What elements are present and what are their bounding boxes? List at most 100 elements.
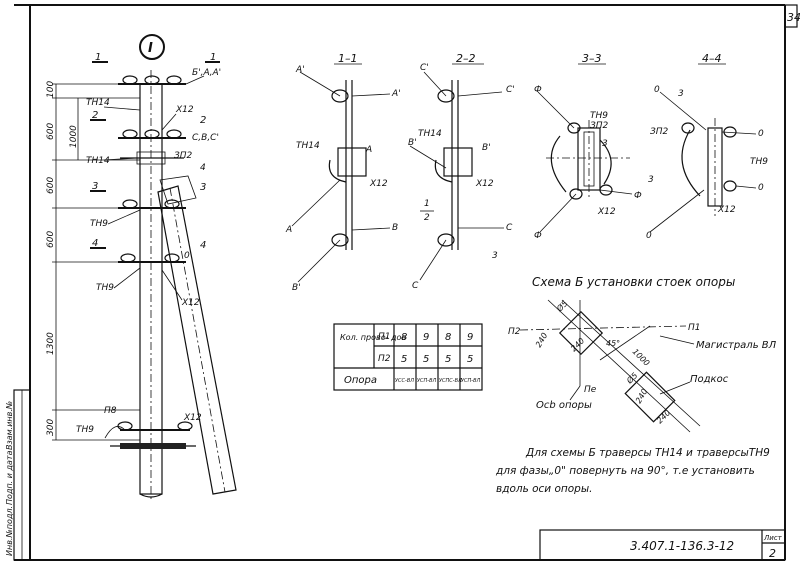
table-row-head: Кол. прово- дов bbox=[340, 333, 406, 342]
section-mark-2-left: 2 bbox=[92, 110, 98, 121]
scheme-title: Схема Б установки стоек опоры bbox=[532, 275, 735, 289]
wire-table: Кол. прово- дов П1 П2 8 9 8 9 5 5 5 5 Оп… bbox=[333, 323, 483, 391]
s3-label-f-bottom: Ф bbox=[534, 231, 542, 241]
table-n1-c2: 9 bbox=[423, 332, 429, 343]
s2-label-1: 1 bbox=[424, 199, 430, 209]
table-n2-c1: 5 bbox=[401, 354, 407, 365]
label-x12-c: Х12 bbox=[183, 413, 202, 423]
label-th9-c: ТН9 bbox=[76, 425, 94, 435]
table-n1-c1: 8 bbox=[401, 332, 407, 343]
scheme-d4: 1000 bbox=[631, 347, 652, 368]
s4-label-zp2: ЗП2 bbox=[650, 127, 669, 137]
dim-1300: 1300 bbox=[46, 332, 56, 355]
crossarms bbox=[104, 75, 196, 449]
section-4-title: 4–4 bbox=[702, 52, 722, 65]
section-1-title: 1–1 bbox=[338, 52, 358, 65]
scheme-n1: П1 bbox=[688, 323, 701, 333]
s1-label-th14: ТН14 bbox=[296, 141, 320, 151]
s4-label-zero-right: 0 bbox=[758, 129, 764, 139]
label-num4: 4 bbox=[200, 163, 206, 173]
s4-label-zero-top: 0 bbox=[654, 85, 660, 95]
dim-100: 100 bbox=[46, 81, 56, 98]
table-n1: П1 bbox=[378, 332, 391, 342]
s3-label-x12: Х12 bbox=[597, 207, 616, 217]
table-n2-c4: 5 bbox=[467, 354, 473, 365]
strut bbox=[157, 185, 237, 495]
s2-label-x12: Х12 bbox=[475, 179, 494, 189]
stamp-sheet-label: Лист bbox=[763, 534, 783, 542]
dim-600-b: 600 bbox=[46, 177, 56, 194]
section-mark-1-left: 1 bbox=[95, 52, 101, 63]
section-3-title: 3–3 bbox=[582, 52, 602, 65]
title-stamp: 3.407.1-136.3-12 Лист 2 bbox=[630, 534, 783, 560]
table-opora-label: Опора bbox=[344, 375, 377, 386]
circle-marker-text: I bbox=[148, 41, 153, 56]
phase-labels-mid: С,В,С' bbox=[192, 133, 219, 143]
side-label-replace: Взам.инв.№ bbox=[5, 401, 14, 450]
label-x12-a: Х12 bbox=[175, 105, 194, 115]
section-mark-4-left: 4 bbox=[92, 238, 98, 249]
table-n2-c3: 5 bbox=[445, 354, 451, 365]
s2-label-c-prime-right: С' bbox=[506, 85, 515, 95]
s1-label-a-left: А bbox=[285, 225, 292, 235]
s3-label-th9: ТН9 bbox=[590, 111, 608, 121]
section-mark-3-left: 3 bbox=[92, 181, 98, 192]
scheme-os-opory: Осb опоры bbox=[536, 400, 592, 411]
s2-label-b-prime-left: В' bbox=[408, 138, 417, 148]
dim-600-a: 600 bbox=[46, 123, 56, 140]
table-n1-c3: 8 bbox=[445, 332, 451, 343]
main-pole-view: I 1 1 2 2 3 3 4 4 bbox=[46, 34, 237, 500]
label-th14-a: ТН14 bbox=[86, 98, 110, 108]
side-label-sign: Подп. и дата bbox=[5, 450, 14, 505]
s3-label-f-top: Ф bbox=[534, 85, 542, 95]
section-2-title: 2–2 bbox=[456, 52, 476, 65]
note-text: Для схемы Б траверсы ТН14 и траверсыТН9 … bbox=[495, 447, 770, 495]
side-strip: Инв.№подл. Подп. и дата Взам.инв.№ bbox=[5, 401, 14, 556]
scheme-d2: 240 bbox=[534, 331, 549, 349]
table-n2: П2 bbox=[378, 354, 391, 364]
label-zero: 0 bbox=[184, 251, 190, 261]
scheme-pe: Пе bbox=[584, 385, 597, 395]
label-th9-b: ТН9 bbox=[96, 283, 114, 293]
s3-label-3: 3 bbox=[602, 139, 608, 149]
stamp-sheet: 2 bbox=[769, 547, 776, 560]
s2-label-c-prime-top: С' bbox=[420, 63, 429, 73]
s2-label-c-left: С bbox=[412, 281, 419, 291]
s1-label-a-prime-right: А' bbox=[391, 89, 401, 99]
table-n2-c2: 5 bbox=[423, 354, 429, 365]
section-2-2: 2–2 С' С' ТН14 В' В' С С Х12 1 2 3 bbox=[408, 52, 515, 291]
dimension-chain: 100 600 1000 600 600 1300 300 bbox=[46, 81, 140, 441]
s1-label-b-prime: В' bbox=[292, 283, 301, 293]
s1-label-a-prime-top: А' bbox=[295, 65, 305, 75]
table-opora-c2: УСП-ВЛ bbox=[417, 378, 437, 384]
scheme-d1: Ø5 bbox=[554, 298, 570, 314]
s3-label-f-right: Ф bbox=[634, 191, 642, 201]
table-n1-c4: 9 bbox=[467, 332, 473, 343]
s4-label-x12: Х12 bbox=[717, 205, 736, 215]
section-mark-1-right: 1 bbox=[210, 52, 216, 63]
dim-300: 300 bbox=[46, 419, 56, 436]
label-zp2: ЗП2 bbox=[174, 151, 193, 161]
note-line-1: Для схемы Б траверсы ТН14 и траверсыТН9 bbox=[525, 447, 770, 459]
section-1-1: 1–1 А' А' ТН14 А А В В' Х12 bbox=[285, 52, 401, 293]
s1-label-x12: Х12 bbox=[369, 179, 388, 189]
sheet-frame bbox=[13, 4, 798, 561]
phase-labels-top: Б',А,А' bbox=[192, 68, 221, 78]
s2-label-c-right: С bbox=[506, 223, 513, 233]
label-p8: П8 bbox=[104, 406, 117, 416]
section-4-4: 4–4 0 3 ЗП2 0 3 ТН9 0 Х12 0 bbox=[646, 52, 768, 241]
s2-label-b-prime-right: В' bbox=[482, 143, 491, 153]
scheme-magistral: Магистраль ВЛ bbox=[696, 340, 777, 351]
table-opora-c3: УСПС-ВЛ bbox=[439, 378, 462, 384]
table-opora-c1: УСС-ВЛ bbox=[395, 378, 414, 384]
s2-label-3: 3 bbox=[492, 251, 498, 261]
note-line-2: для фазы„0" повернуть на 90°, т.е устано… bbox=[495, 465, 755, 477]
s3-label-zp2: ЗП2 bbox=[590, 121, 609, 131]
dim-1000: 1000 bbox=[69, 125, 79, 148]
s4-label-zero-bottom: 0 bbox=[646, 231, 652, 241]
section-mark-4-right: 4 bbox=[200, 240, 206, 251]
s4-label-th9: ТН9 bbox=[750, 157, 768, 167]
s2-label-th14: ТН14 bbox=[418, 129, 442, 139]
label-x12-b: Х12 bbox=[181, 298, 200, 308]
